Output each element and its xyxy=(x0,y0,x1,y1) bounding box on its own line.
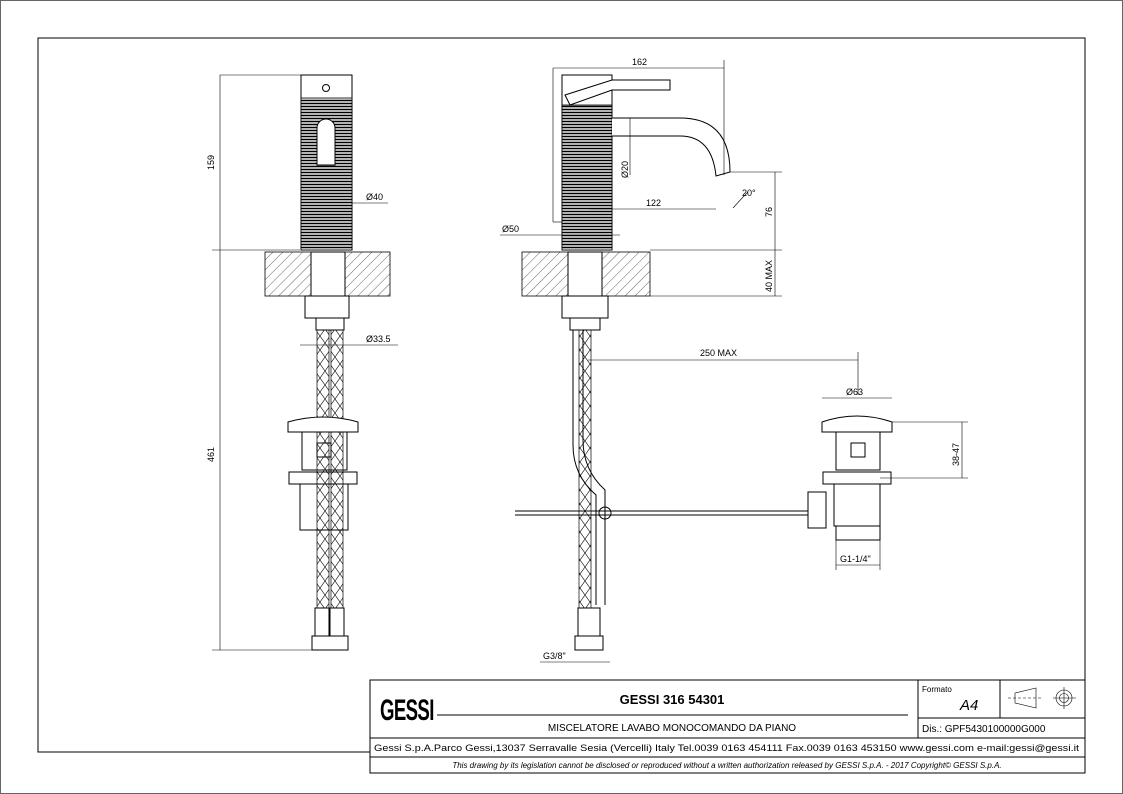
drain-view: Ø63 38-47 G1-1/4" xyxy=(807,387,968,570)
gessi-logo: GESSI xyxy=(380,694,434,727)
dim-drain-range: 38-47 xyxy=(951,443,961,466)
dim-drain-diameter: Ø63 xyxy=(846,387,863,397)
format-label: Formato xyxy=(922,685,952,694)
dim-height-total: 461 xyxy=(206,447,216,462)
side-view: 162 Ø20 122 20° 76 40 MAX Ø50 250 MAX G3… xyxy=(500,57,859,663)
dim-spout-height: 76 xyxy=(764,207,774,217)
dim-hose-diameter: Ø33.5 xyxy=(366,334,391,344)
dim-rod-length: 250 MAX xyxy=(700,348,737,358)
product-code: GESSI 316 54301 xyxy=(620,692,725,707)
copyright-disclaimer: This drawing by its legislation cannot b… xyxy=(452,761,1001,770)
front-view: 159 461 Ø40 Ø33.5 xyxy=(206,74,398,651)
dim-height-top: 159 xyxy=(206,155,216,170)
projection-symbol-icon xyxy=(1008,687,1076,709)
dim-body-diameter: Ø40 xyxy=(366,192,383,202)
title-block: GESSI 316 54301 MISCELATORE LAVABO MONOC… xyxy=(369,679,1086,774)
dim-deck-thickness: 40 MAX xyxy=(764,260,774,292)
dim-spout-reach: 122 xyxy=(646,198,661,208)
product-description: MISCELATORE LAVABO MONOCOMANDO DA PIANO xyxy=(548,723,796,734)
format-value: A4 xyxy=(959,697,978,714)
dim-angle: 20° xyxy=(742,188,756,198)
company-address: Gessi S.p.A.Parco Gessi,13037 Serravalle… xyxy=(374,743,1079,754)
dim-hose-thread: G3/8" xyxy=(543,651,566,661)
drawing-number: Dis.: GPF5430100000G000 xyxy=(922,724,1046,735)
dim-spout-diameter: Ø20 xyxy=(620,161,630,178)
dim-width: 162 xyxy=(632,57,647,67)
dim-base-diameter: Ø50 xyxy=(502,224,519,234)
dim-drain-thread: G1-1/4" xyxy=(840,554,871,564)
